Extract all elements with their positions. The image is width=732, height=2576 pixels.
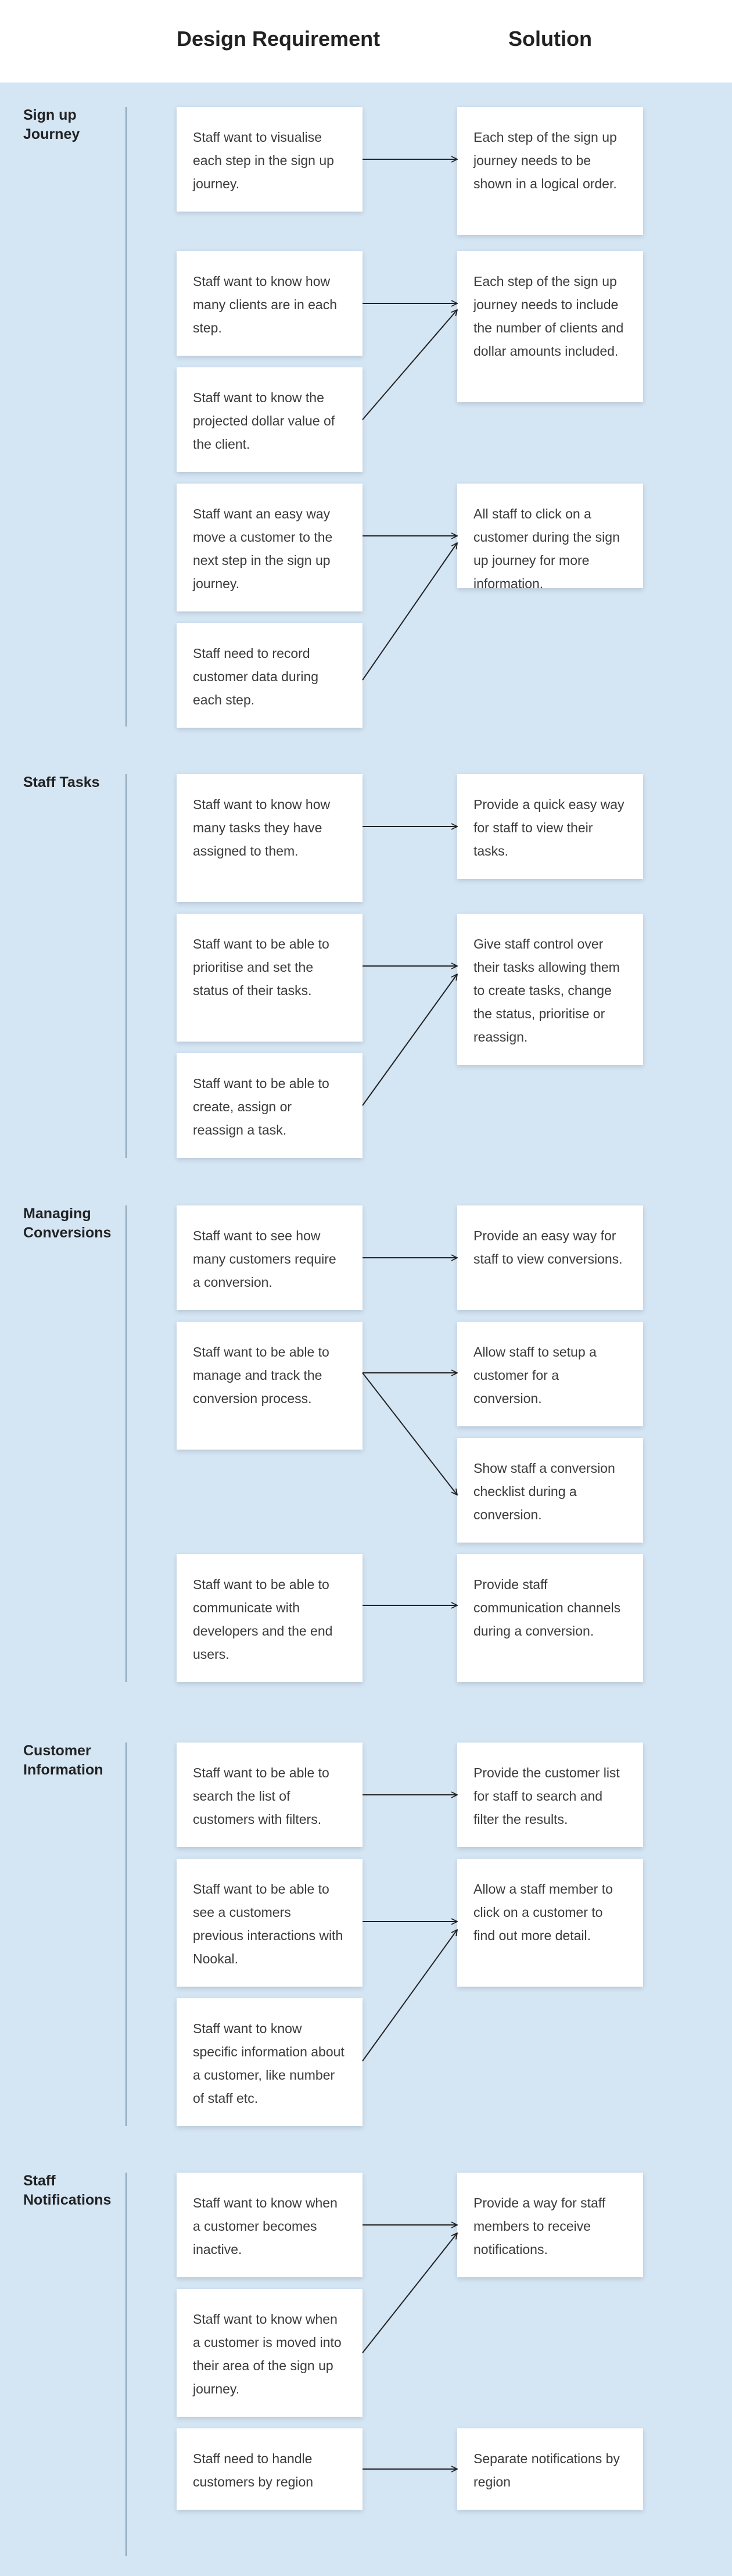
connector-arrow — [362, 974, 457, 1106]
solution-card: Each step of the sign up journey needs t… — [457, 107, 643, 235]
solution-card: Provide a quick easy way for staff to vi… — [457, 774, 643, 879]
section-label-sign-up-journey: Sign up Journey — [23, 107, 80, 142]
requirement-card: Staff want to know the projected dollar … — [177, 367, 363, 472]
section-label-staff-notifications: Staff Notifications — [23, 2173, 112, 2208]
requirement-card: Staff need to record customer data durin… — [177, 623, 363, 728]
solution-card: Allow a staff member to click on a custo… — [457, 1859, 643, 1987]
connector-arrow — [362, 543, 457, 681]
connector-arrow — [362, 310, 457, 420]
section-divider — [125, 2173, 127, 2556]
connector-arrow — [362, 1930, 457, 2062]
solution-card: Give staff control over their tasks allo… — [457, 914, 643, 1065]
section-label-customer-information: Customer Information — [23, 1743, 103, 1778]
requirement-card: Staff want to see how many customers req… — [177, 1205, 363, 1310]
requirement-card: Staff want to know when a customer is mo… — [177, 2289, 363, 2417]
solution-card: Provide a way for staff members to recei… — [457, 2173, 643, 2277]
requirement-card: Staff want an easy way move a customer t… — [177, 484, 363, 611]
requirement-card: Staff want to be able to communicate wit… — [177, 1554, 363, 1682]
solution-card: All staff to click on a customer during … — [457, 484, 643, 591]
requirement-card: Staff want to be able to prioritise and … — [177, 914, 363, 1042]
requirement-card: Staff want to know specific information … — [177, 1998, 363, 2126]
header: Design Requirement Solution — [0, 0, 732, 83]
connector-arrow — [362, 1372, 457, 1495]
solution-card: Show staff a conversion checklist during… — [457, 1438, 643, 1543]
requirement-card: Staff want to be able to see a customers… — [177, 1859, 363, 1987]
section-label-staff-tasks: Staff Tasks — [23, 774, 100, 790]
solution-card: Provide the customer list for staff to s… — [457, 1743, 643, 1847]
solution-card: Separate notifications by region — [457, 2428, 643, 2510]
solution-card: Each step of the sign up journey needs t… — [457, 251, 643, 402]
connector-arrow — [362, 2233, 457, 2353]
solution-column-title: Solution — [508, 27, 592, 51]
section-divider — [125, 1743, 127, 2126]
requirement-card: Staff want to be able to search the list… — [177, 1743, 363, 1847]
requirement-card: Staff want to know how many clients are … — [177, 251, 363, 356]
section-divider — [125, 1205, 127, 1682]
requirement-card: Staff want to be able to manage and trac… — [177, 1322, 363, 1450]
section-divider — [125, 107, 127, 727]
requirement-card: Staff want to visualise each step in the… — [177, 107, 363, 212]
requirement-card: Staff want to know when a customer becom… — [177, 2173, 363, 2277]
requirement-column-title: Design Requirement — [177, 27, 381, 51]
solution-card: Provide an easy way for staff to view co… — [457, 1205, 643, 1310]
section-divider — [125, 774, 127, 1158]
requirement-card: Staff want to be able to create, assign … — [177, 1053, 363, 1158]
section-label-managing-conversions: Managing Conversions — [23, 1205, 112, 1241]
requirement-card: Staff need to handle customers by region — [177, 2428, 363, 2510]
solution-card: Allow staff to setup a customer for a co… — [457, 1322, 643, 1426]
solution-card: Provide staff communication channels dur… — [457, 1554, 643, 1682]
requirement-card: Staff want to know how many tasks they h… — [177, 774, 363, 902]
